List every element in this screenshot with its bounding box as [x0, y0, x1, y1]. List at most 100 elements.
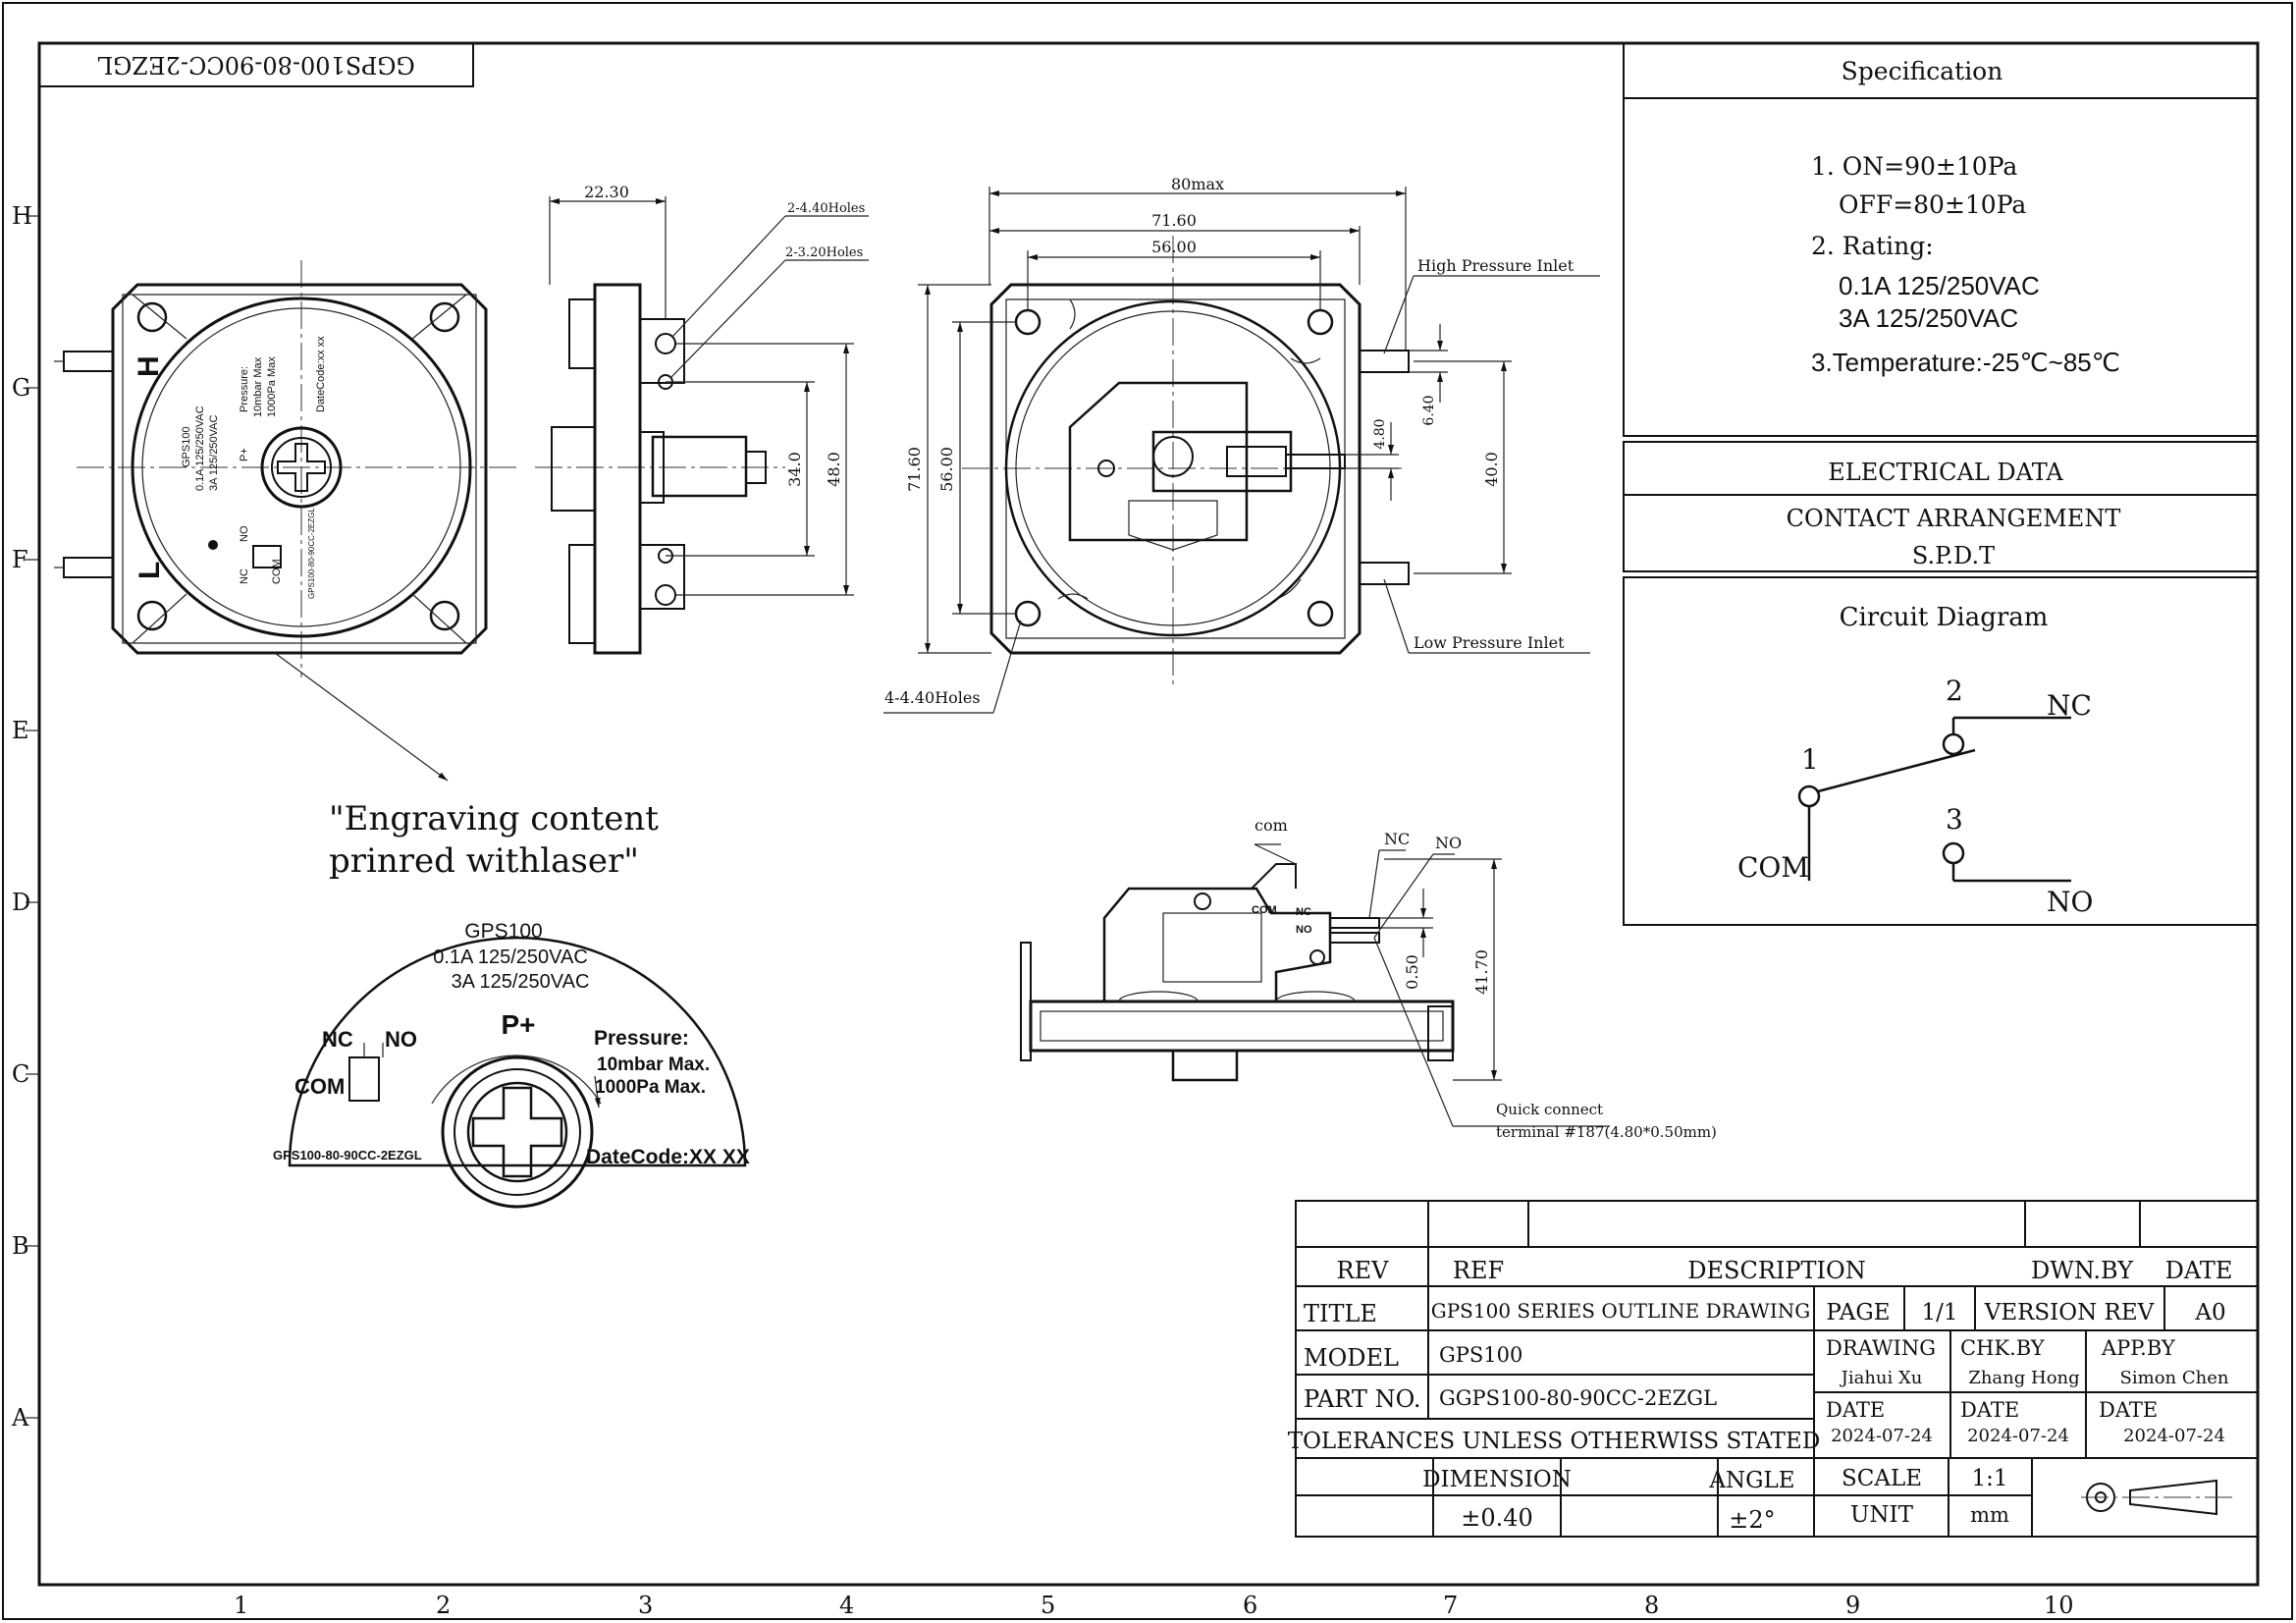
- tb-title-value: GPS100 SERIES OUTLINE DRAWING: [1431, 1299, 1810, 1323]
- high-pressure-inlet: High Pressure Inlet: [1417, 256, 1575, 275]
- tb-drawing-label: DRAWING: [1826, 1336, 1936, 1360]
- spec-line2b: 3A 125/250VAC: [1839, 303, 2018, 333]
- tb-page-label: PAGE: [1826, 1300, 1890, 1325]
- tb-date3-value: 2024-07-24: [2123, 1426, 2225, 1446]
- dim-71-60-v: 71.60: [905, 447, 924, 492]
- tb-date1-label: DATE: [1826, 1398, 1885, 1422]
- tb-page-value: 1/1: [1921, 1300, 1957, 1325]
- flipped-title: GGPS100-80-90CC-2EZGL: [97, 51, 415, 79]
- front-pressure2: 1000Pa Max: [266, 356, 278, 417]
- tb-angle-label: ANGLE: [1708, 1468, 1794, 1493]
- holes-4-label: 4-4.40Holes: [884, 688, 981, 707]
- row-e: E: [12, 717, 29, 744]
- tb-rev: REV: [1337, 1257, 1390, 1284]
- row-d: D: [12, 889, 30, 916]
- tb-dimension-value: ±0.40: [1461, 1504, 1533, 1532]
- dim-71-60-h: 71.60: [1151, 211, 1197, 230]
- dim-22-30: 22.30: [584, 183, 629, 201]
- dim-34: 34.0: [785, 452, 804, 487]
- tb-part-label: PART NO.: [1304, 1385, 1420, 1413]
- col-8: 8: [1644, 1592, 1659, 1619]
- projection-symbol: [2081, 1479, 2233, 1516]
- spec-line2: 2. Rating:: [1811, 232, 1934, 260]
- contact-label: CONTACT ARRANGEMENT: [1787, 505, 2121, 532]
- switch-no-label: NO: [1435, 834, 1462, 852]
- circuit-com: COM: [1737, 851, 1809, 884]
- tb-unit-value: mm: [1970, 1503, 2009, 1527]
- tb-title-label: TITLE: [1304, 1300, 1377, 1327]
- plate-no: NO: [385, 1027, 417, 1052]
- front-h-label: H: [133, 355, 165, 377]
- dim-40: 40.0: [1482, 452, 1501, 487]
- plate-model: GPS100: [464, 920, 542, 943]
- engraving-line2: prinred withlaser": [329, 841, 639, 881]
- tb-model-label: MODEL: [1304, 1344, 1399, 1372]
- spec-line2a: 0.1A 125/250VAC: [1839, 271, 2040, 300]
- label-plate: GPS100 0.1A 125/250VAC 3A 125/250VAC NC …: [273, 920, 750, 1209]
- col-6: 6: [1243, 1592, 1257, 1619]
- tb-scale-value: 1:1: [1971, 1466, 2007, 1491]
- front-pressure1: 10mbar Max: [252, 356, 264, 417]
- front-pressure: Pressure:: [239, 366, 250, 412]
- plate-com: COM: [294, 1074, 345, 1099]
- title-block: REV REF DESCRIPTION DWN.BY DATE TITLE GP…: [1288, 1200, 2259, 1538]
- plate-part: GPS100-80-90CC-2EZGL: [273, 1148, 422, 1163]
- circuit-pin3: 3: [1946, 803, 1963, 836]
- plate-rating2: 3A 125/250VAC: [452, 971, 590, 993]
- tb-angle-value: ±2°: [1729, 1506, 1775, 1534]
- col-5: 5: [1041, 1592, 1055, 1619]
- row-markers: H G F E D C B A: [11, 202, 39, 1432]
- tb-date2-label: DATE: [1960, 1398, 2019, 1422]
- circuit-diagram-panel: Circuit Diagram 1 2 3 COM NC NO: [1623, 576, 2259, 926]
- front-part: GPS100-80-90CC-2EZGL: [307, 508, 316, 599]
- front-pplus: P+: [239, 448, 250, 461]
- row-f: F: [12, 546, 28, 573]
- tb-version-value: A0: [2194, 1300, 2225, 1325]
- quick-connect-2: terminal #187(4.80*0.50mm): [1496, 1123, 1717, 1141]
- dim-4-80: 4.80: [1372, 418, 1388, 449]
- switch-side-view: COM NC NO com NC NO 0.50 41.70 Quick con…: [1020, 816, 1717, 1141]
- row-b: B: [12, 1232, 29, 1260]
- specification-panel: Specification 1. ON=90±10Pa OFF=80±10Pa …: [1623, 42, 2259, 437]
- column-markers: 1 2 3 4 5 6 7 8 9 10: [234, 1592, 2074, 1619]
- front-model: GPS100: [181, 426, 192, 467]
- engraving-note: "Engraving content prinred withlaser": [329, 799, 659, 881]
- col-7: 7: [1443, 1592, 1458, 1619]
- circuit-no: NO: [2047, 886, 2093, 918]
- tb-description: DESCRIPTION: [1687, 1257, 1865, 1284]
- electrical-heading: ELECTRICAL DATA: [1828, 459, 2063, 486]
- tb-date: DATE: [2165, 1257, 2233, 1284]
- switch-small-no: NO: [1296, 924, 1312, 936]
- spec-line3: 3.Temperature:-25℃~85℃: [1811, 348, 2120, 377]
- tb-unit-label: UNIT: [1850, 1502, 1914, 1528]
- tb-dwn-by: DWN.BY: [2031, 1257, 2134, 1284]
- tb-chk-value: Zhang Hong: [1968, 1368, 2079, 1388]
- spec-heading: Specification: [1842, 57, 2003, 85]
- row-a: A: [11, 1404, 29, 1432]
- plate-datecode: DateCode:XX XX: [586, 1146, 750, 1168]
- spec-line1: 1. ON=90±10Pa: [1811, 152, 2017, 181]
- contact-value: S.P.D.T: [1912, 542, 1995, 569]
- switch-small-nc: NC: [1296, 906, 1311, 918]
- col-3: 3: [638, 1592, 653, 1619]
- quick-connect-1: Quick connect: [1496, 1101, 1603, 1118]
- tb-dimension-label: DIMENSION: [1422, 1467, 1572, 1492]
- dim-0-50: 0.50: [1403, 954, 1421, 990]
- low-pressure-inlet: Low Pressure Inlet: [1414, 633, 1565, 652]
- col-4: 4: [839, 1592, 854, 1619]
- side-view: 22.30 34.0 48.0 2-4.40Holes 2-3.20Holes: [535, 183, 869, 655]
- tb-drawing-value: Jiahui Xu: [1840, 1368, 1923, 1388]
- tb-ref: REF: [1453, 1257, 1504, 1284]
- row-g: G: [12, 374, 30, 402]
- plate-nc: NC: [322, 1027, 353, 1052]
- engraving-line1: "Engraving content: [329, 799, 659, 839]
- circuit-pin2: 2: [1946, 675, 1963, 707]
- switch-nc-label: NC: [1384, 830, 1410, 848]
- flipped-title-box: GGPS100-80-90CC-2EZGL: [38, 42, 474, 87]
- holes-320-label: 2-3.20Holes: [785, 245, 863, 260]
- tb-date2-value: 2024-07-24: [1967, 1426, 2069, 1446]
- col-10: 10: [2044, 1592, 2074, 1619]
- circuit-pin1: 1: [1801, 743, 1819, 776]
- plate-rating1: 0.1A 125/250VAC: [433, 947, 588, 968]
